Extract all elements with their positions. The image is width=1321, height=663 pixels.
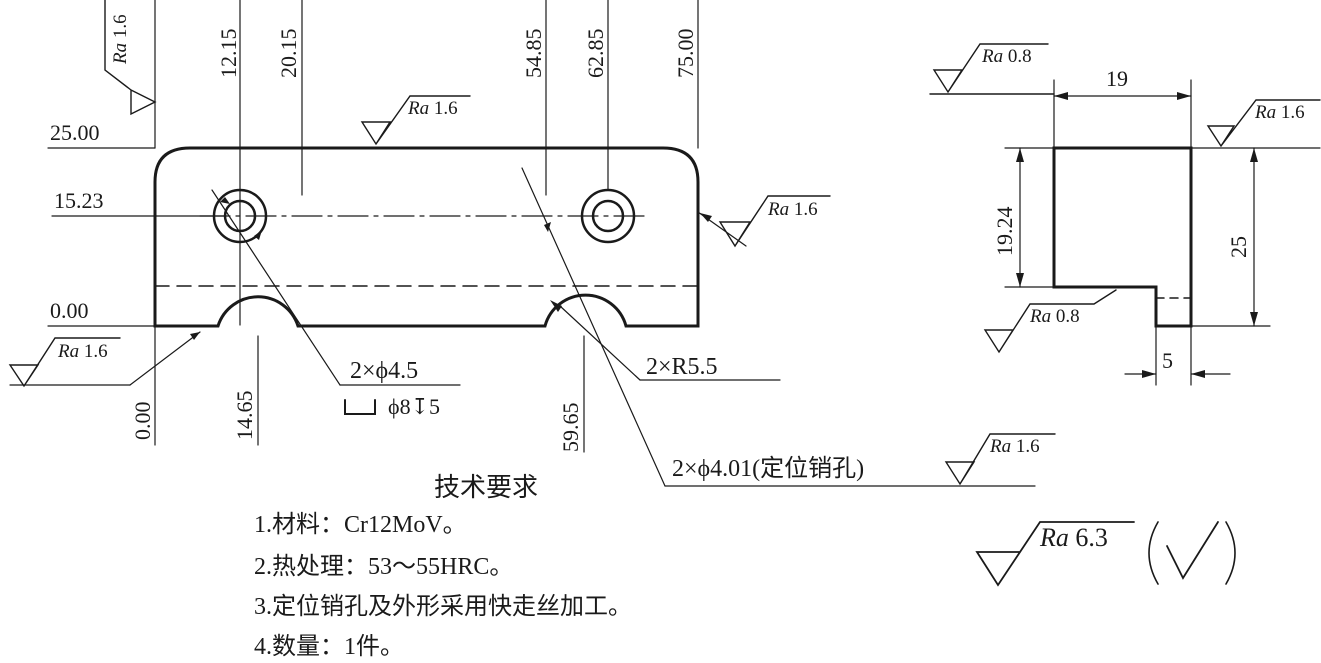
dim-y-25-00: 25.00 [50, 120, 100, 145]
dim-side-height: 25 [1226, 236, 1251, 258]
dim-side-step-height: 19.24 [992, 207, 1017, 257]
roughness-symbol-side-top-right [1206, 99, 1321, 148]
roughness-symbol-top [360, 95, 471, 146]
roughness-symbol-pin-holes [944, 433, 1056, 486]
callout-arcs: 2×R5.5 [646, 354, 718, 380]
roughness-symbol-right [718, 195, 831, 248]
dim-x-75-00: 75.00 [673, 29, 698, 79]
dim-x-54-85: 54.85 [521, 29, 546, 79]
dim-x-20-15: 20.15 [276, 29, 301, 79]
roughness-symbol-side-step [983, 289, 1117, 354]
dim-y-15-23: 15.23 [54, 188, 104, 213]
dim-x-59-65: 59.65 [558, 403, 583, 453]
side-view-outline [1052, 146, 1193, 328]
dim-y-0-00: 0.00 [50, 298, 89, 323]
ra-bottom-left: Ra 1.6 [57, 341, 108, 362]
dim-x-14-65: 14.65 [232, 391, 257, 441]
ra-side-step: Ra 0.8 [1029, 306, 1080, 327]
ra-general: Ra 6.3 [1039, 523, 1108, 552]
ra-side-top-right: Ra 1.6 [1254, 102, 1305, 123]
svg-text:Ra 1.6: Ra 1.6 [110, 14, 131, 65]
ra-top-left: Ra 1.6 [110, 14, 131, 65]
dim-x-12-15: 12.15 [216, 29, 241, 79]
roughness-symbol-top-left [104, 0, 157, 116]
ra-right: Ra 1.6 [767, 199, 818, 220]
callout-pin-holes: 2×ϕ4.01(定位销孔) [672, 455, 864, 482]
callout-counterbore: ϕ8↧5 [388, 394, 440, 419]
roughness-symbol-bottom-left [8, 337, 121, 388]
tech-item-1: 1.材料：Cr12MoV。 [254, 511, 467, 538]
leader-lines [9, 167, 1036, 487]
dim-x-62-85: 62.85 [583, 29, 608, 79]
check-icon [1166, 521, 1219, 580]
dim-side-step-width: 5 [1162, 348, 1173, 373]
roughness-symbols [8, 0, 1321, 587]
ra-top: Ra 1.6 [407, 98, 458, 119]
tech-item-2: 2.热处理：53～55HRC。 [254, 553, 513, 580]
leader-arrows [190, 197, 712, 340]
tech-title: 技术要求 [434, 473, 538, 502]
paren-left-icon [1148, 521, 1159, 585]
roughness-symbol-side-top-left [929, 43, 1055, 95]
counterbore-symbol [344, 399, 376, 415]
side-extension-lines [1004, 79, 1321, 386]
ra-pin-holes: Ra 1.6 [989, 436, 1040, 457]
callout-through-hole: 2×ϕ4.5 [350, 358, 418, 384]
extension-lines [47, 0, 699, 453]
paren-right-icon [1225, 521, 1236, 585]
dim-side-width: 19 [1106, 66, 1128, 91]
tech-item-4: 4.数量：1件。 [254, 633, 404, 660]
part-outline [153, 146, 700, 328]
dim-x-0-00: 0.00 [130, 402, 155, 441]
tech-item-3: 3.定位销孔及外形采用快走丝加工。 [254, 593, 632, 620]
roughness-symbol-general [975, 521, 1135, 587]
side-dimension-arrows [1016, 92, 1258, 378]
ra-side-top-left: Ra 0.8 [981, 46, 1032, 67]
